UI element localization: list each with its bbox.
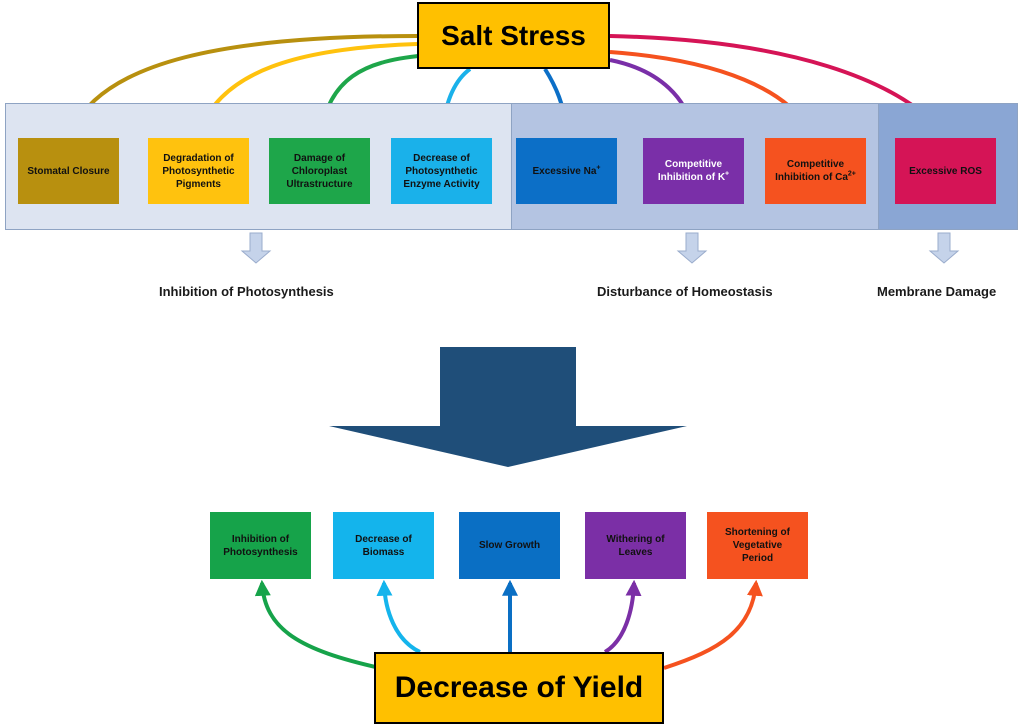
yield-arrow-withering <box>603 579 642 654</box>
cause-label: Excessive ROS <box>909 165 982 177</box>
salt-stress-box: Salt Stress <box>417 2 610 69</box>
effect-label: Decrease of Biomass <box>355 533 412 558</box>
pigment-degradation-box: Degradation of Photosynthetic Pigments <box>148 138 249 204</box>
yield-arrow-vegetative <box>663 579 763 670</box>
group-label-membrane: Membrane Damage <box>877 284 997 299</box>
enzyme-activity-box: Decrease of Photosynthetic Enzyme Activi… <box>391 138 492 204</box>
decrease-of-yield-box: Decrease of Yield <box>374 652 664 724</box>
excessive-sodium-box: Excessive Na+ <box>516 138 617 204</box>
big-down-arrow <box>329 347 687 467</box>
group-arrow-homeostasis <box>676 232 708 264</box>
biomass-decrease-box: Decrease of Biomass <box>333 512 434 579</box>
effect-label: Shortening of Vegetative Period <box>725 527 790 564</box>
excessive-ros-box: Excessive ROS <box>895 138 996 204</box>
calcium-inhibition-box: Competitive Inhibition of Ca2+ <box>765 138 866 204</box>
salt-stress-label: Salt Stress <box>441 19 586 51</box>
effect-label: Withering of Leaves <box>606 533 665 558</box>
cause-label: Competitive Inhibition of Ca2+ <box>775 159 856 183</box>
vegetative-shortening-box: Shortening of Vegetative Period <box>707 512 808 579</box>
yield-arrow-inhibition <box>254 579 381 670</box>
stomatal-closure-box: Stomatal Closure <box>18 138 119 204</box>
cause-label: Excessive Na+ <box>532 164 601 177</box>
yield-arrow-biomass <box>376 579 421 654</box>
chloroplast-damage-box: Damage of Chloroplast Ultrastructure <box>269 138 370 204</box>
effect-label: Inhibition of Photosynthesis <box>223 533 298 558</box>
slow-growth-box: Slow Growth <box>459 512 560 579</box>
group-arrow-membrane <box>928 232 960 264</box>
potassium-inhibition-box: Competitive Inhibition of K+ <box>643 138 744 204</box>
cause-label: Competitive Inhibition of K+ <box>657 159 730 183</box>
cause-label: Stomatal Closure <box>27 165 110 177</box>
cause-label: Damage of Chloroplast Ultrastructure <box>286 152 353 190</box>
cause-label: Degradation of Photosynthetic Pigments <box>162 152 235 190</box>
decrease-of-yield-label: Decrease of Yield <box>394 671 644 704</box>
cause-label: Decrease of Photosynthetic Enzyme Activi… <box>403 152 480 190</box>
group-label-homeostasis: Disturbance of Homeostasis <box>597 284 773 299</box>
effect-label: Slow Growth <box>478 540 541 551</box>
photosynthesis-inhibition-box: Inhibition of Photosynthesis <box>210 512 311 579</box>
leaf-withering-box: Withering of Leaves <box>585 512 686 579</box>
group-arrow-photosynthesis <box>240 232 272 264</box>
group-label-photosynthesis: Inhibition of Photosynthesis <box>159 284 334 299</box>
